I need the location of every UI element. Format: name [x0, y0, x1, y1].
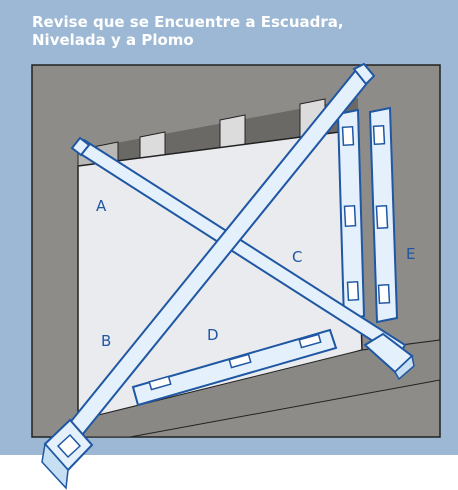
diagram-title: Revise que se Encuentre a Escuadra, Nive…	[32, 13, 344, 49]
tape-measure-diagonal-1	[70, 136, 415, 381]
level-c	[336, 108, 366, 322]
level-d	[131, 328, 338, 407]
title-line-1: Revise que se Encuentre a Escuadra,	[32, 13, 344, 31]
label-b: B	[101, 332, 111, 350]
label-d: D	[207, 326, 219, 344]
label-a: A	[96, 197, 107, 215]
title-line-2: Nivelada y a Plomo	[32, 31, 194, 49]
label-c: C	[292, 248, 302, 266]
label-e: E	[406, 245, 415, 263]
level-e	[368, 106, 399, 324]
tape-measure-diagonal-2	[41, 62, 376, 490]
